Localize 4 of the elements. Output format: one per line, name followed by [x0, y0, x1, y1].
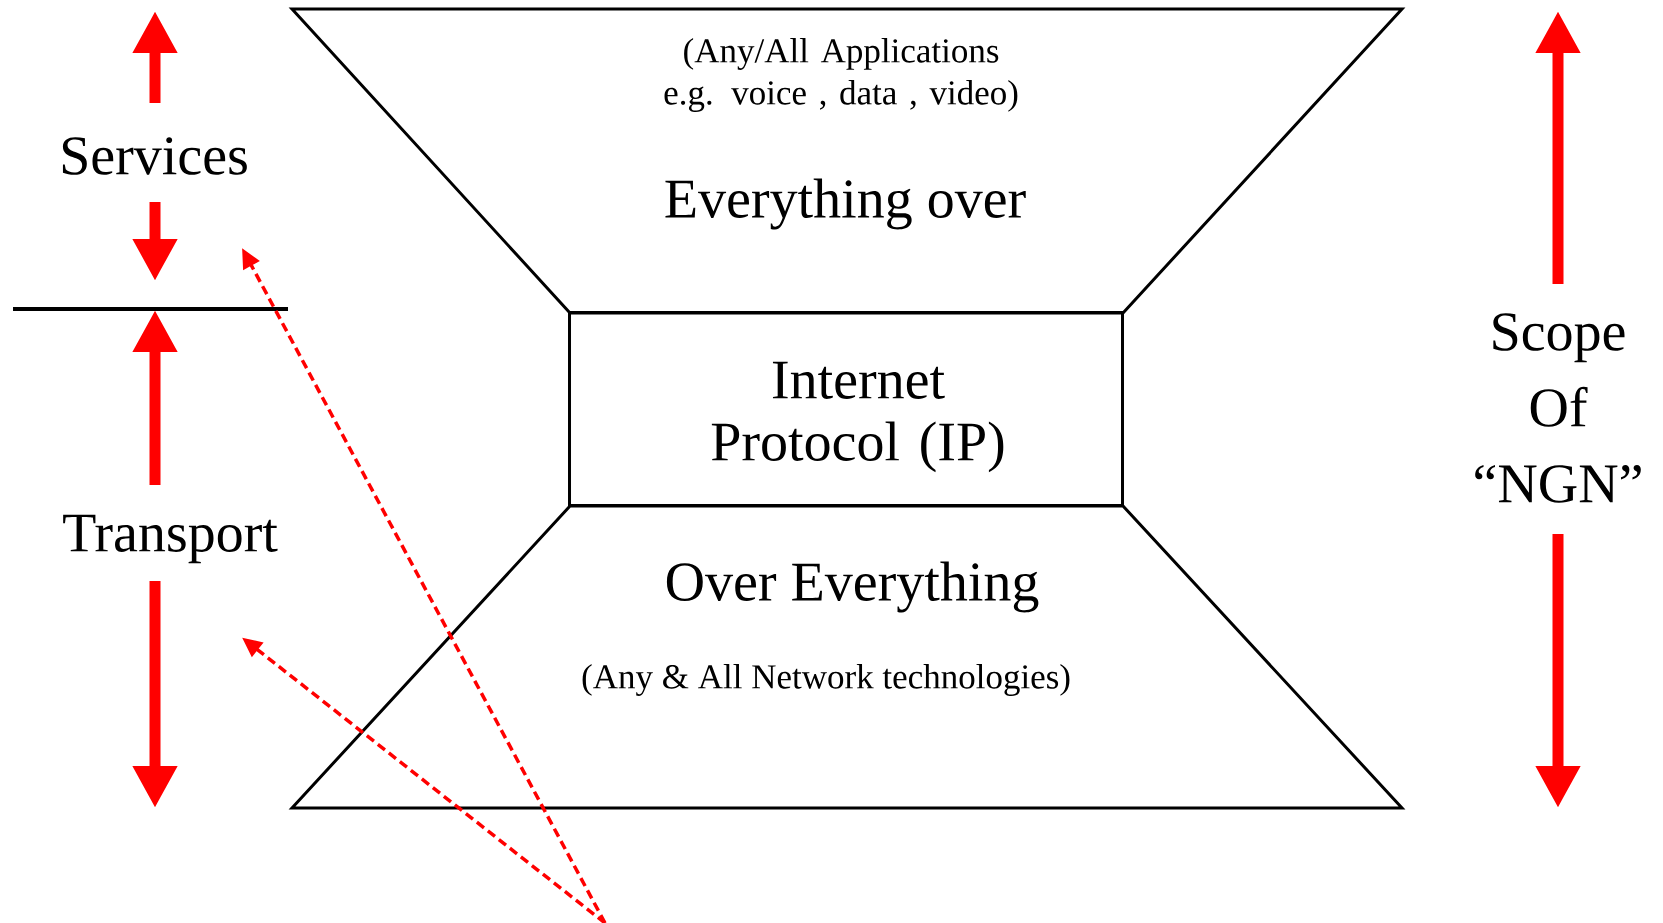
text-label: Scope Of “NGN”: [1475, 313, 1641, 503]
text-label: Services: [62, 137, 247, 175]
text-label: Transport: [63, 514, 278, 564]
process-box: Internet Protocol (IP): [568, 311, 1124, 507]
